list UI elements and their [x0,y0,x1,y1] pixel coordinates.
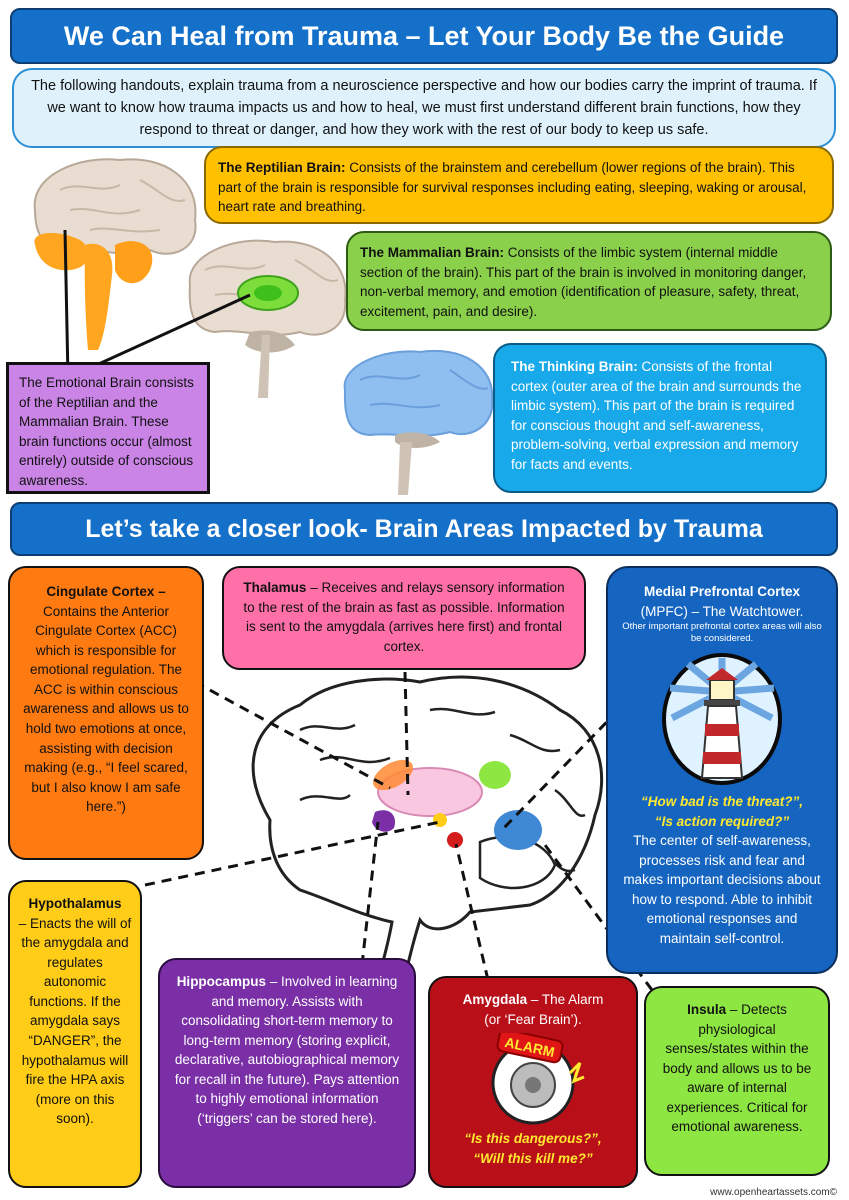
insula-text: – Detects physiological senses/states wi… [662,1002,812,1135]
thinking-brain-box: The Thinking Brain: Consists of the fron… [493,343,827,493]
mpfc-subheading: (MPFC) – The Watchtower. [640,603,804,619]
reptilian-heading: The Reptilian Brain: [218,160,346,175]
page-title: We Can Heal from Trauma – Let Your Body … [63,21,785,51]
amygdala-region [447,832,463,848]
amygdala-subheading-2: (or ‘Fear Brain’). [484,1011,582,1027]
hippocampus-box: Hippocampus – Involved in learning and m… [158,958,416,1188]
title-banner: We Can Heal from Trauma – Let Your Body … [10,8,838,64]
mammalian-brain-image [188,239,347,398]
mpfc-text: The center of self-awareness, processes … [623,833,821,947]
reptilian-text: Consists of the brainstem and cerebellum… [218,160,807,215]
emotional-text: The Emotional Brain consists of the Rept… [19,375,194,488]
thalamus-heading: Thalamus [243,580,307,595]
hypothalamus-text: – Enacts the will of the amygdala and re… [18,915,132,1127]
mpfc-quote-2: “Is action required?” [654,813,790,829]
reptilian-brain-image [33,158,197,350]
mpfc-box: Medial Prefrontal Cortex (MPFC) – The Wa… [606,566,838,974]
amygdala-quote-2: “Will this kill me?” [473,1150,593,1166]
brain-illustrations [33,158,494,495]
thinking-heading: The Thinking Brain: [511,359,638,374]
insula-region [479,761,511,789]
thalamus-text: – Receives and relays sensory informatio… [243,580,565,654]
cingulate-text: Contains the Anterior Cingulate Cortex (… [23,603,189,815]
intro-box: The following handouts, explain trauma f… [12,68,836,148]
section2-title: Let’s take a closer look- Brain Areas Im… [85,515,763,543]
mammalian-heading: The Mammalian Brain: [360,245,505,260]
mpfc-heading: Medial Prefrontal Cortex [643,584,801,599]
amygdala-quote-1: “Is this dangerous?”, [464,1131,602,1147]
cingulate-box: Cingulate Cortex – Contains the Anterior… [8,566,204,860]
hippocampus-text: – Involved in learning and memory. Assis… [174,974,400,1126]
brain-diagram [144,671,654,991]
mammalian-text: Consists of the limbic system (internal … [360,245,807,319]
reptilian-brain-box: The Reptilian Brain: Consists of the bra… [204,146,834,224]
amygdala-box: Amygdala – The Alarm (or ‘Fear Brain’). … [428,976,638,1188]
section2-banner: Let’s take a closer look- Brain Areas Im… [10,502,838,556]
hypothalamus-heading: Hypothalamus [28,896,122,911]
footer-url-text: www.openheartassets.com© [710,1187,837,1198]
alarm-bell-icon: ALARM [491,1033,585,1125]
thinking-brain-image [343,349,494,495]
thalamus-box: Thalamus – Receives and relays sensory i… [222,566,586,670]
hippocampus-heading: Hippocampus [176,974,266,989]
mpfc-quote-1: “How bad is the threat?”, [640,794,803,810]
mpfc-region [494,810,542,850]
cingulate-heading: Cingulate Cortex – [46,584,166,599]
amygdala-heading: Amygdala [462,992,528,1007]
thinking-text: Consists of the frontal cortex (outer ar… [511,359,802,472]
lighthouse-icon [662,653,782,786]
hypothalamus-box: Hypothalamus – Enacts the will of the am… [8,880,142,1188]
footer-url: www.openheartassets.com© [710,1187,837,1198]
mpfc-note: Other important prefrontal cortex areas … [622,621,822,644]
brain-outline [251,675,603,982]
emotional-brain-box: The Emotional Brain consists of the Rept… [6,362,210,494]
mammalian-brain-box: The Mammalian Brain: Consists of the lim… [346,231,832,331]
hypothalamus-region [433,813,447,827]
insula-box: Insula – Detects physiological senses/st… [644,986,830,1176]
intro-text: The following handouts, explain trauma f… [31,78,817,138]
amygdala-subheading: – The Alarm [527,992,604,1007]
insula-heading: Insula [687,1002,727,1017]
